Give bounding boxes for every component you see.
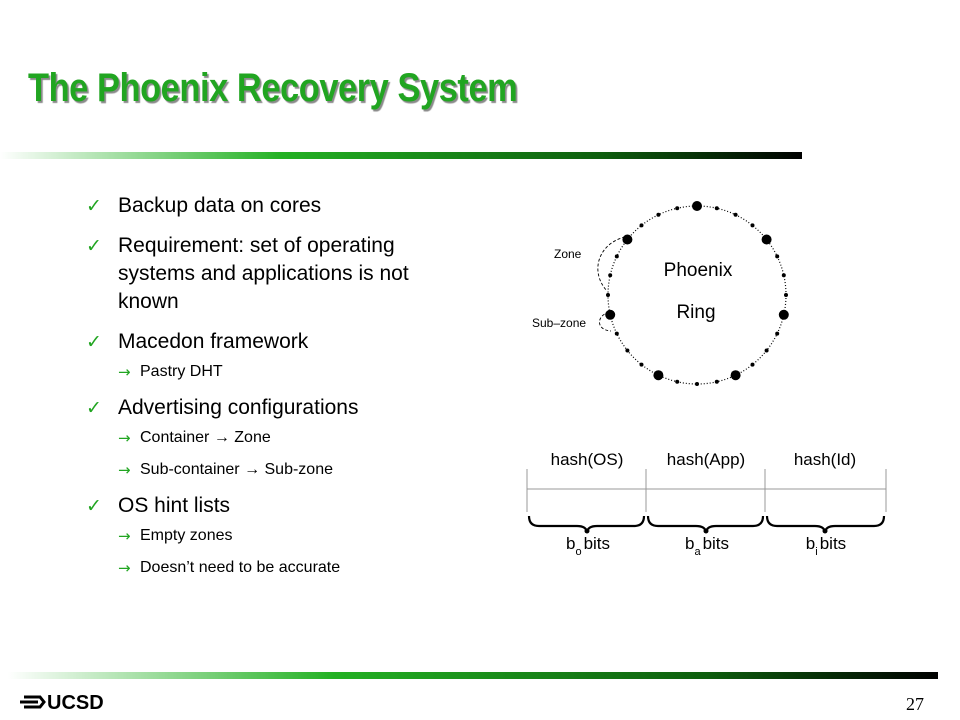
ring-node-minor xyxy=(750,223,755,228)
checkmark-icon: ✓ xyxy=(86,331,102,353)
zone-annotation: Zone Sub–zone xyxy=(532,235,631,332)
zone-label: Zone xyxy=(554,247,582,261)
ring-node-major xyxy=(730,370,741,381)
ring-node-minor xyxy=(714,206,719,211)
ring-node-minor xyxy=(639,223,644,228)
bullet-item: ✓ Requirement: set of operating systems … xyxy=(86,232,446,316)
sub-bullet-text: Container → Zone xyxy=(140,429,271,446)
ring-node-minor xyxy=(784,293,788,297)
phoenix-ring: Phoenix Ring xyxy=(605,201,789,386)
right-arrow-icon: → xyxy=(118,363,131,381)
trident-icon xyxy=(20,695,46,709)
page-number: 27 xyxy=(906,694,924,714)
ring-node-minor xyxy=(781,273,786,278)
ring-node-minor xyxy=(614,254,619,259)
ring-node-minor xyxy=(764,348,769,353)
checkmark-icon: ✓ xyxy=(86,495,102,517)
bullet-text: Backup data on cores xyxy=(118,194,322,217)
logo-text: UCSD xyxy=(47,692,104,714)
hash-header-id: hash(Id) xyxy=(794,450,856,469)
sub-bullet-item: → Container → Zone xyxy=(118,428,446,448)
checkmark-icon: ✓ xyxy=(86,397,102,419)
ring-circle xyxy=(607,205,787,385)
ring-node-minor xyxy=(608,273,613,278)
bullet-item: ✓ Advertising configurations → Container… xyxy=(86,394,446,480)
bullet-text: Advertising configurations xyxy=(118,396,359,419)
slide-title: The Phoenix Recovery System xyxy=(28,66,518,110)
ring-node-minor xyxy=(695,382,699,386)
right-arrow-icon: → xyxy=(118,559,131,577)
right-arrow-icon: → xyxy=(118,429,131,447)
checkmark-icon: ✓ xyxy=(86,195,102,217)
ring-node-major xyxy=(653,370,664,381)
sub-bullet-item: → Doesn’t need to be accurate xyxy=(118,558,446,578)
ring-nodes xyxy=(605,201,789,386)
hash-header-app: hash(App) xyxy=(667,450,745,469)
sub-bullet-text: Doesn’t need to be accurate xyxy=(140,559,341,576)
bullet-item: ✓ Macedon framework → Pastry DHT xyxy=(86,328,446,382)
ring-node-minor xyxy=(733,212,738,217)
ring-node-major xyxy=(692,201,702,211)
sub-bullet-text: Pastry DHT xyxy=(140,363,223,380)
bullet-item: ✓ OS hint lists → Empty zones → Doesn’t … xyxy=(86,492,446,578)
ucsd-logo: UCSD xyxy=(20,692,104,714)
ring-node-major xyxy=(761,234,772,245)
sub-bullet-text: Empty zones xyxy=(140,527,233,544)
bullet-text: Macedon framework xyxy=(118,330,309,353)
ring-node-major xyxy=(605,309,616,320)
hash-header-os: hash(OS) xyxy=(551,450,624,469)
footer-divider xyxy=(8,672,938,679)
ring-node-minor xyxy=(675,206,680,211)
bullet-item: ✓ Backup data on cores xyxy=(86,192,446,220)
right-arrow-icon: → xyxy=(118,461,131,479)
sub-bullet-item: → Empty zones xyxy=(118,526,446,546)
ring-node-minor xyxy=(656,212,661,217)
ring-node-minor xyxy=(775,331,780,336)
title-divider xyxy=(0,152,802,159)
sub-bullet-item: → Pastry DHT xyxy=(118,362,446,382)
ring-node-minor xyxy=(625,348,630,353)
ring-node-minor xyxy=(775,254,780,259)
ring-label-line2: Ring xyxy=(676,302,715,323)
brace-tip xyxy=(584,528,590,534)
ring-node-minor xyxy=(639,362,644,367)
brace-tip xyxy=(822,528,828,534)
brace-tip xyxy=(703,528,709,534)
ring-node-minor xyxy=(714,379,719,384)
sub-bullet-text: Sub-container → Sub-zone xyxy=(140,461,333,478)
subzone-bracket xyxy=(599,311,612,332)
ring-node-minor xyxy=(675,379,680,384)
right-arrow-icon: → xyxy=(118,527,131,545)
sub-bullet-item: → Sub-container → Sub-zone xyxy=(118,460,446,480)
subzone-label: Sub–zone xyxy=(532,316,586,330)
ring-node-minor xyxy=(614,331,619,336)
ring-label-line1: Phoenix xyxy=(664,260,733,281)
checkmark-icon: ✓ xyxy=(86,235,102,257)
bullet-list: ✓ Backup data on cores ✓ Requirement: se… xyxy=(86,192,446,590)
ring-node-minor xyxy=(750,362,755,367)
ring-node-major xyxy=(778,309,789,320)
zone-bracket xyxy=(597,235,631,292)
ring-node-minor xyxy=(606,293,610,297)
bullet-text: OS hint lists xyxy=(118,494,231,517)
bullet-text: Requirement: set of operating systems an… xyxy=(118,234,409,313)
